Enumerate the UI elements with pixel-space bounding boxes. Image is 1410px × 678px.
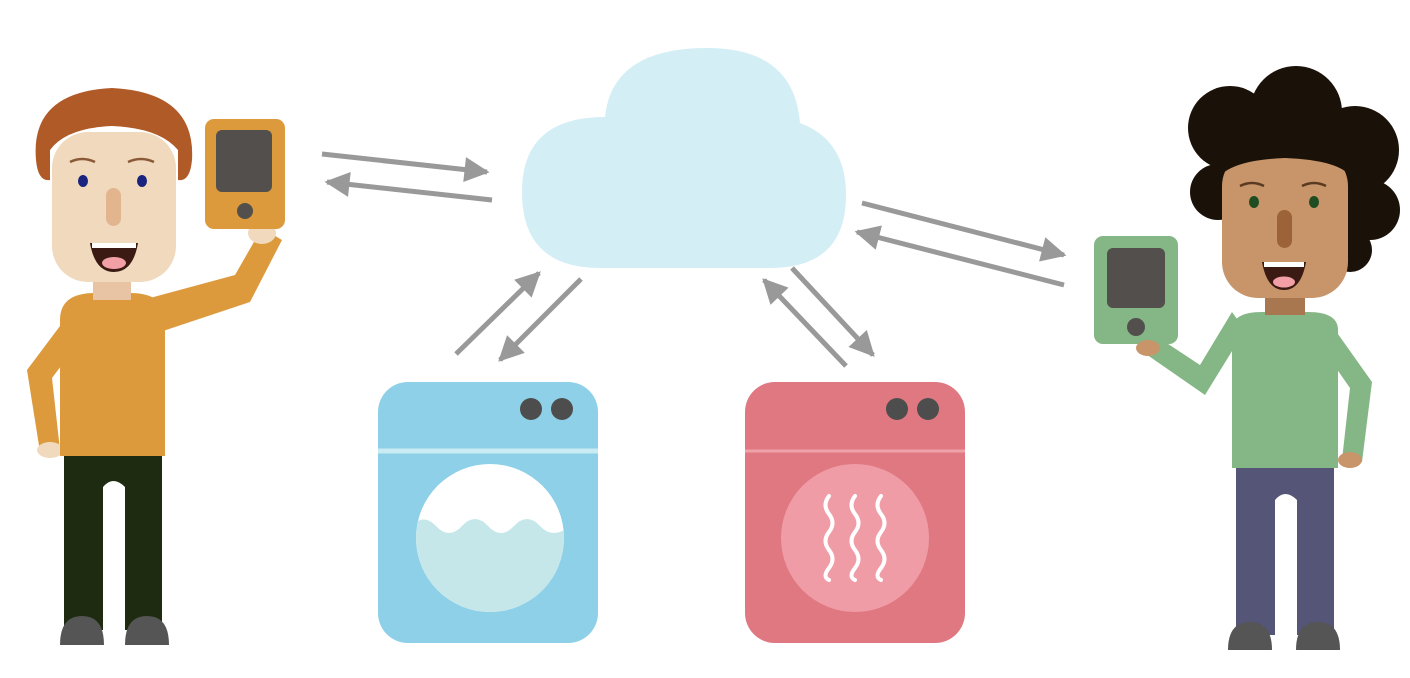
person-left-shirt (60, 293, 165, 456)
phone-left-button (237, 203, 253, 219)
person-left-nose (106, 188, 121, 226)
person-left-shoe (60, 616, 104, 645)
person-right-icon (1143, 66, 1400, 650)
heat-waves (823, 494, 887, 582)
arrow-cloud-to-washer (498, 277, 583, 362)
phone-left-icon (205, 119, 285, 229)
washer-knob (551, 398, 573, 420)
washer-water (416, 519, 564, 612)
phone-right-icon (1094, 236, 1178, 356)
washing-machine-icon (378, 382, 598, 643)
dryer-drum (781, 464, 929, 612)
arrows-group (321, 151, 1067, 368)
arrow-dryer-to-cloud (762, 278, 848, 368)
person-right-shirt (1232, 312, 1338, 468)
washer-knob (520, 398, 542, 420)
person-left-arm-raised (150, 228, 282, 332)
person-left-shoe (125, 616, 169, 645)
person-right-eye (1309, 196, 1319, 208)
person-right-shoe (1296, 622, 1340, 650)
arrow-phone-right-to-cloud (854, 225, 1065, 288)
dryer-knob (886, 398, 908, 420)
person-left-hair (35, 88, 193, 181)
person-right-mouth (1262, 262, 1306, 290)
cloud-icon (522, 48, 846, 268)
arrow-phone-left-to-cloud (321, 151, 490, 182)
dryer-knob (917, 398, 939, 420)
phone-right-button (1127, 318, 1145, 336)
phone-right-screen (1107, 248, 1165, 308)
person-right-shoe (1228, 622, 1272, 650)
arrow-washer-to-cloud (454, 271, 541, 356)
arrow-cloud-to-dryer (790, 266, 875, 357)
person-left-eye (78, 175, 88, 187)
dryer-icon (745, 382, 965, 643)
person-right-arm-raised (1143, 312, 1245, 395)
phone-left-screen (216, 130, 272, 192)
person-left-icon (27, 88, 282, 645)
person-right-eye (1249, 196, 1259, 208)
person-right-nose (1277, 210, 1292, 248)
person-left-eye (137, 175, 147, 187)
arrow-cloud-to-phone-left (324, 172, 493, 203)
arrow-cloud-to-phone-right (861, 200, 1067, 262)
